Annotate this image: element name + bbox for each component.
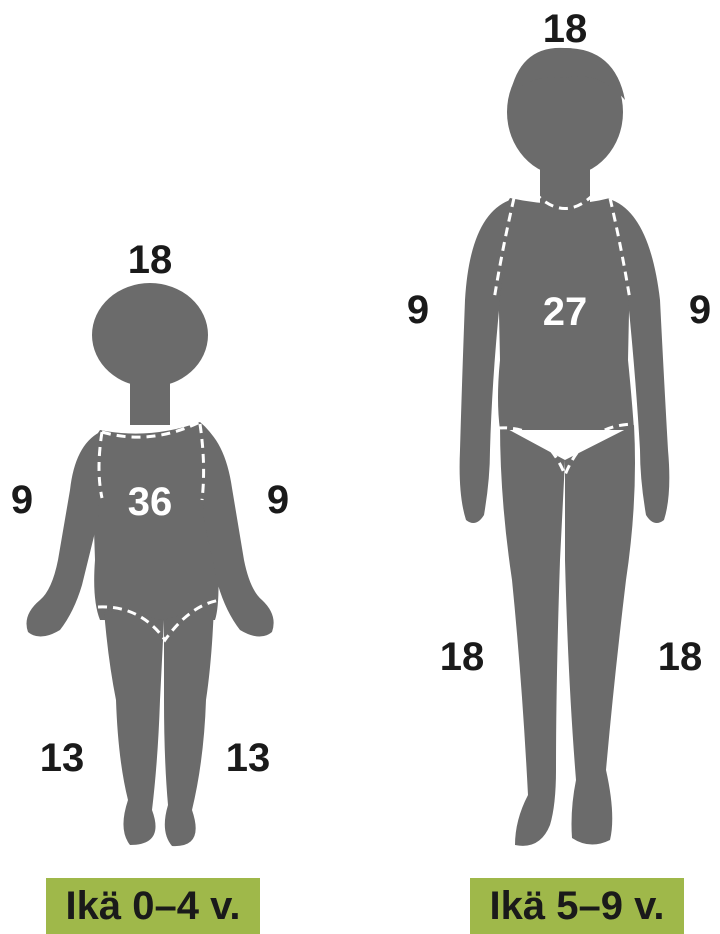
label-leg-left-0-4: 13	[40, 736, 85, 780]
label-leg-right-0-4: 13	[226, 736, 271, 780]
label-head-0-4: 18	[128, 238, 173, 282]
figure-child-0-4: 18 36 9 9 13 13	[11, 238, 289, 846]
label-head-5-9: 18	[543, 7, 588, 51]
label-torso-0-4: 36	[128, 480, 173, 524]
label-leg-right-5-9: 18	[658, 635, 703, 679]
label-arm-right-0-4: 9	[267, 478, 289, 522]
age-label-5-9: Ikä 5–9 v.	[470, 878, 684, 934]
age-label-0-4: Ikä 0–4 v.	[46, 878, 260, 934]
label-leg-left-5-9: 18	[440, 635, 485, 679]
label-torso-5-9: 27	[543, 290, 588, 334]
label-arm-left-5-9: 9	[407, 288, 429, 332]
figure-child-5-9: 18 27 9 9 18 18	[407, 7, 711, 846]
silhouette-child-5-9	[460, 48, 670, 846]
label-arm-left-0-4: 9	[11, 478, 33, 522]
label-arm-right-5-9: 9	[689, 288, 711, 332]
